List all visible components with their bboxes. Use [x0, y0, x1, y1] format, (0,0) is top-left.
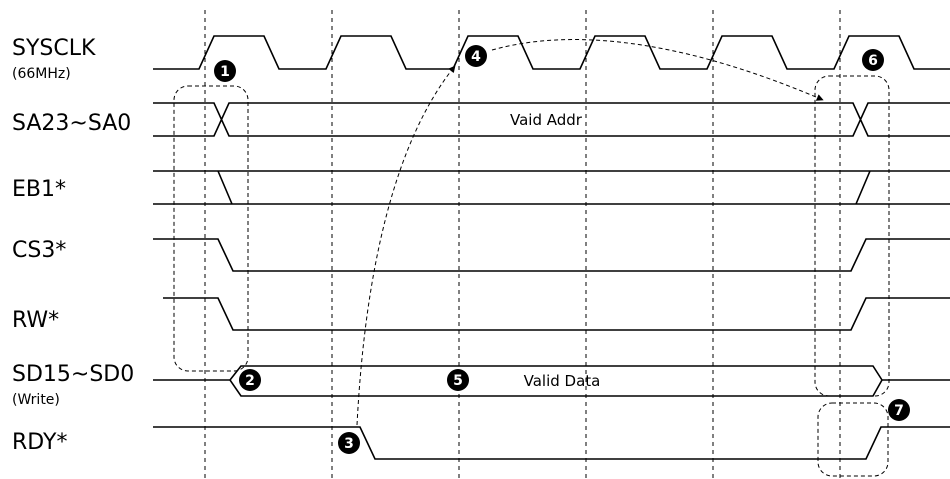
- marker-4: 4: [465, 45, 487, 67]
- cs3-waveform: [153, 238, 950, 272]
- addr-label: SA23~SA0: [12, 111, 131, 136]
- marker-3: 3: [338, 432, 360, 454]
- eb1-waveform: [153, 170, 950, 205]
- data-label: SD15~SD0: [12, 362, 134, 387]
- sysclk-label: SYSCLK: [12, 36, 96, 61]
- signal-labels: SYSCLK (66MHz) SA23~SA0 EB1* CS3* RW* SD…: [12, 36, 134, 455]
- group-box-end: [814, 75, 890, 397]
- marker-7: 7: [888, 399, 910, 421]
- arrow-clock-to-end: [491, 39, 824, 101]
- arrow-rdy-to-clock: [356, 65, 456, 426]
- marker-1: 1: [214, 60, 236, 82]
- marker-1-label: 1: [220, 64, 230, 80]
- marker-4-label: 4: [471, 49, 481, 65]
- marker-3-label: 3: [344, 436, 354, 452]
- marker-6-label: 6: [868, 53, 878, 69]
- rw-waveform: [163, 297, 950, 331]
- rdy-label: RDY*: [12, 430, 67, 455]
- cs3-label: CS3*: [12, 238, 66, 263]
- marker-5: 5: [447, 369, 469, 391]
- sysclk-sublabel: (66MHz): [12, 66, 71, 82]
- rw-label: RW*: [12, 308, 59, 333]
- sysclk-waveform: [153, 35, 950, 70]
- marker-6: 6: [862, 49, 884, 71]
- data-sublabel: (Write): [12, 392, 60, 408]
- marker-7-label: 7: [894, 403, 904, 419]
- marker-5-label: 5: [453, 373, 463, 389]
- marker-2-label: 2: [245, 373, 255, 389]
- marker-2: 2: [239, 369, 261, 391]
- group-box-rdy: [817, 402, 889, 477]
- group-box-start: [173, 85, 249, 372]
- data-waveform: [153, 365, 950, 397]
- rdy-waveform: [153, 426, 950, 460]
- clock-gridlines: [204, 10, 841, 479]
- data-value: Valid Data: [524, 372, 601, 390]
- addr-value: Vaid Addr: [510, 111, 583, 129]
- addr-waveform: [153, 102, 950, 137]
- eb1-label: EB1*: [12, 177, 66, 202]
